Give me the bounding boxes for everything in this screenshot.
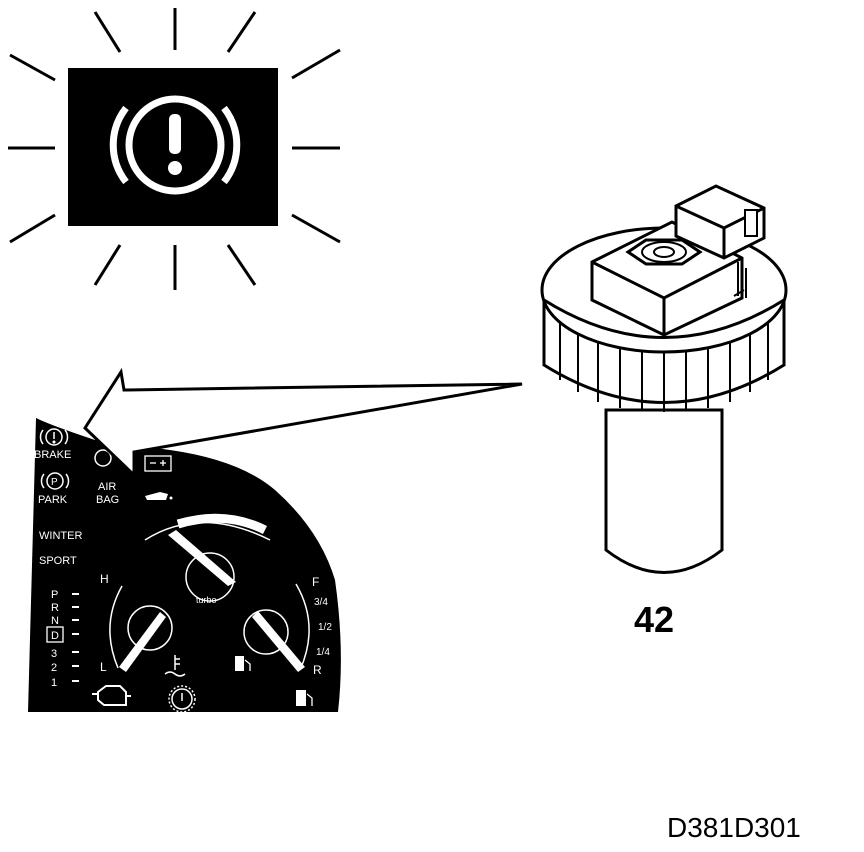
- fuel-needle: [252, 611, 305, 672]
- park-small-icon: [40, 472, 70, 490]
- connector-plug: [674, 184, 766, 260]
- airbag-icon: [94, 449, 112, 467]
- gear-p: P: [51, 589, 58, 601]
- gear-indicator: P R N D 3 2 1: [46, 589, 79, 689]
- bag-label: BAG: [96, 494, 119, 506]
- temp-l-label: L: [100, 660, 107, 674]
- fuel-r-label: R: [313, 663, 322, 677]
- fuel-pump-icon: [235, 656, 251, 671]
- check-engine-icon: [92, 685, 131, 706]
- fluid-reservoir-cap: [540, 184, 788, 574]
- brake-small-icon: [39, 428, 69, 446]
- gear-ticks: [72, 593, 79, 682]
- sensor-nut-ring-outer: [641, 241, 687, 263]
- battery-icon: [144, 455, 172, 472]
- gear-1: 1: [51, 677, 57, 689]
- selected-gear-box: [46, 626, 64, 643]
- warning-lamp: [8, 8, 341, 290]
- temp-scale-arc: [109, 585, 123, 669]
- turbo-scale-band: [176, 513, 268, 535]
- connector-latch: [744, 209, 758, 237]
- component-number: 42: [634, 599, 674, 640]
- pointer-arrow: [83, 367, 523, 479]
- cap-ribs: [559, 320, 769, 412]
- brake-lamp: BRAKE: [34, 428, 71, 461]
- park-label: PARK: [38, 494, 68, 506]
- coolant-icon: [164, 655, 186, 677]
- fuel-gauge: F 3/4 1/2 1/4 R: [235, 575, 332, 706]
- temp-needle: [119, 612, 166, 672]
- brake-label: BRAKE: [34, 449, 71, 461]
- gear-d: D: [51, 630, 59, 642]
- fuel-three-quarter-label: 3/4: [314, 597, 328, 608]
- winter-mode-label: WINTER: [39, 530, 82, 542]
- exclamation-icon: [168, 114, 182, 175]
- gear-n: N: [51, 615, 59, 627]
- gear-3: 3: [51, 648, 57, 660]
- air-label: AIR: [98, 481, 116, 493]
- park-lamp: P PARK: [38, 472, 70, 506]
- fuel-scale-arc: [295, 583, 310, 671]
- fuel-dial: [243, 609, 289, 655]
- gear-r: R: [51, 602, 59, 614]
- figure-code: D381D301: [667, 812, 801, 843]
- fuel-f-label: F: [312, 575, 319, 589]
- temp-dial: [127, 605, 173, 651]
- oil-pressure-icon: [145, 492, 173, 500]
- turbo-gauge: turbo: [144, 513, 271, 605]
- turbo-label: turbo: [196, 595, 217, 605]
- fuel-half-label: 1/2: [318, 622, 332, 633]
- reservoir-body: [604, 408, 724, 574]
- sensor-wires: [733, 262, 747, 298]
- sport-mode-label: SPORT: [39, 555, 77, 567]
- turbo-dial: [185, 552, 235, 602]
- park-p-glyph: P: [51, 477, 58, 488]
- turbo-needle: [168, 530, 236, 586]
- cluster-panel: [28, 418, 341, 712]
- cap-lip: [543, 298, 785, 339]
- sensor-nut-ring-inner: [653, 246, 675, 258]
- temp-h-label: H: [100, 572, 109, 586]
- low-fuel-icon: [296, 690, 313, 706]
- fuel-quarter-label: 1/4: [316, 647, 330, 658]
- brake-warning-icon: [109, 95, 241, 195]
- gear-2: 2: [51, 662, 57, 674]
- temperature-gauge: H L: [100, 572, 186, 677]
- instrument-cluster: BRAKE P PARK AIR BAG WINTER SPOR: [28, 418, 341, 713]
- airbag-lamp: AIR BAG: [94, 449, 119, 506]
- general-warning-icon: [168, 685, 196, 713]
- flash-rays: [8, 8, 341, 290]
